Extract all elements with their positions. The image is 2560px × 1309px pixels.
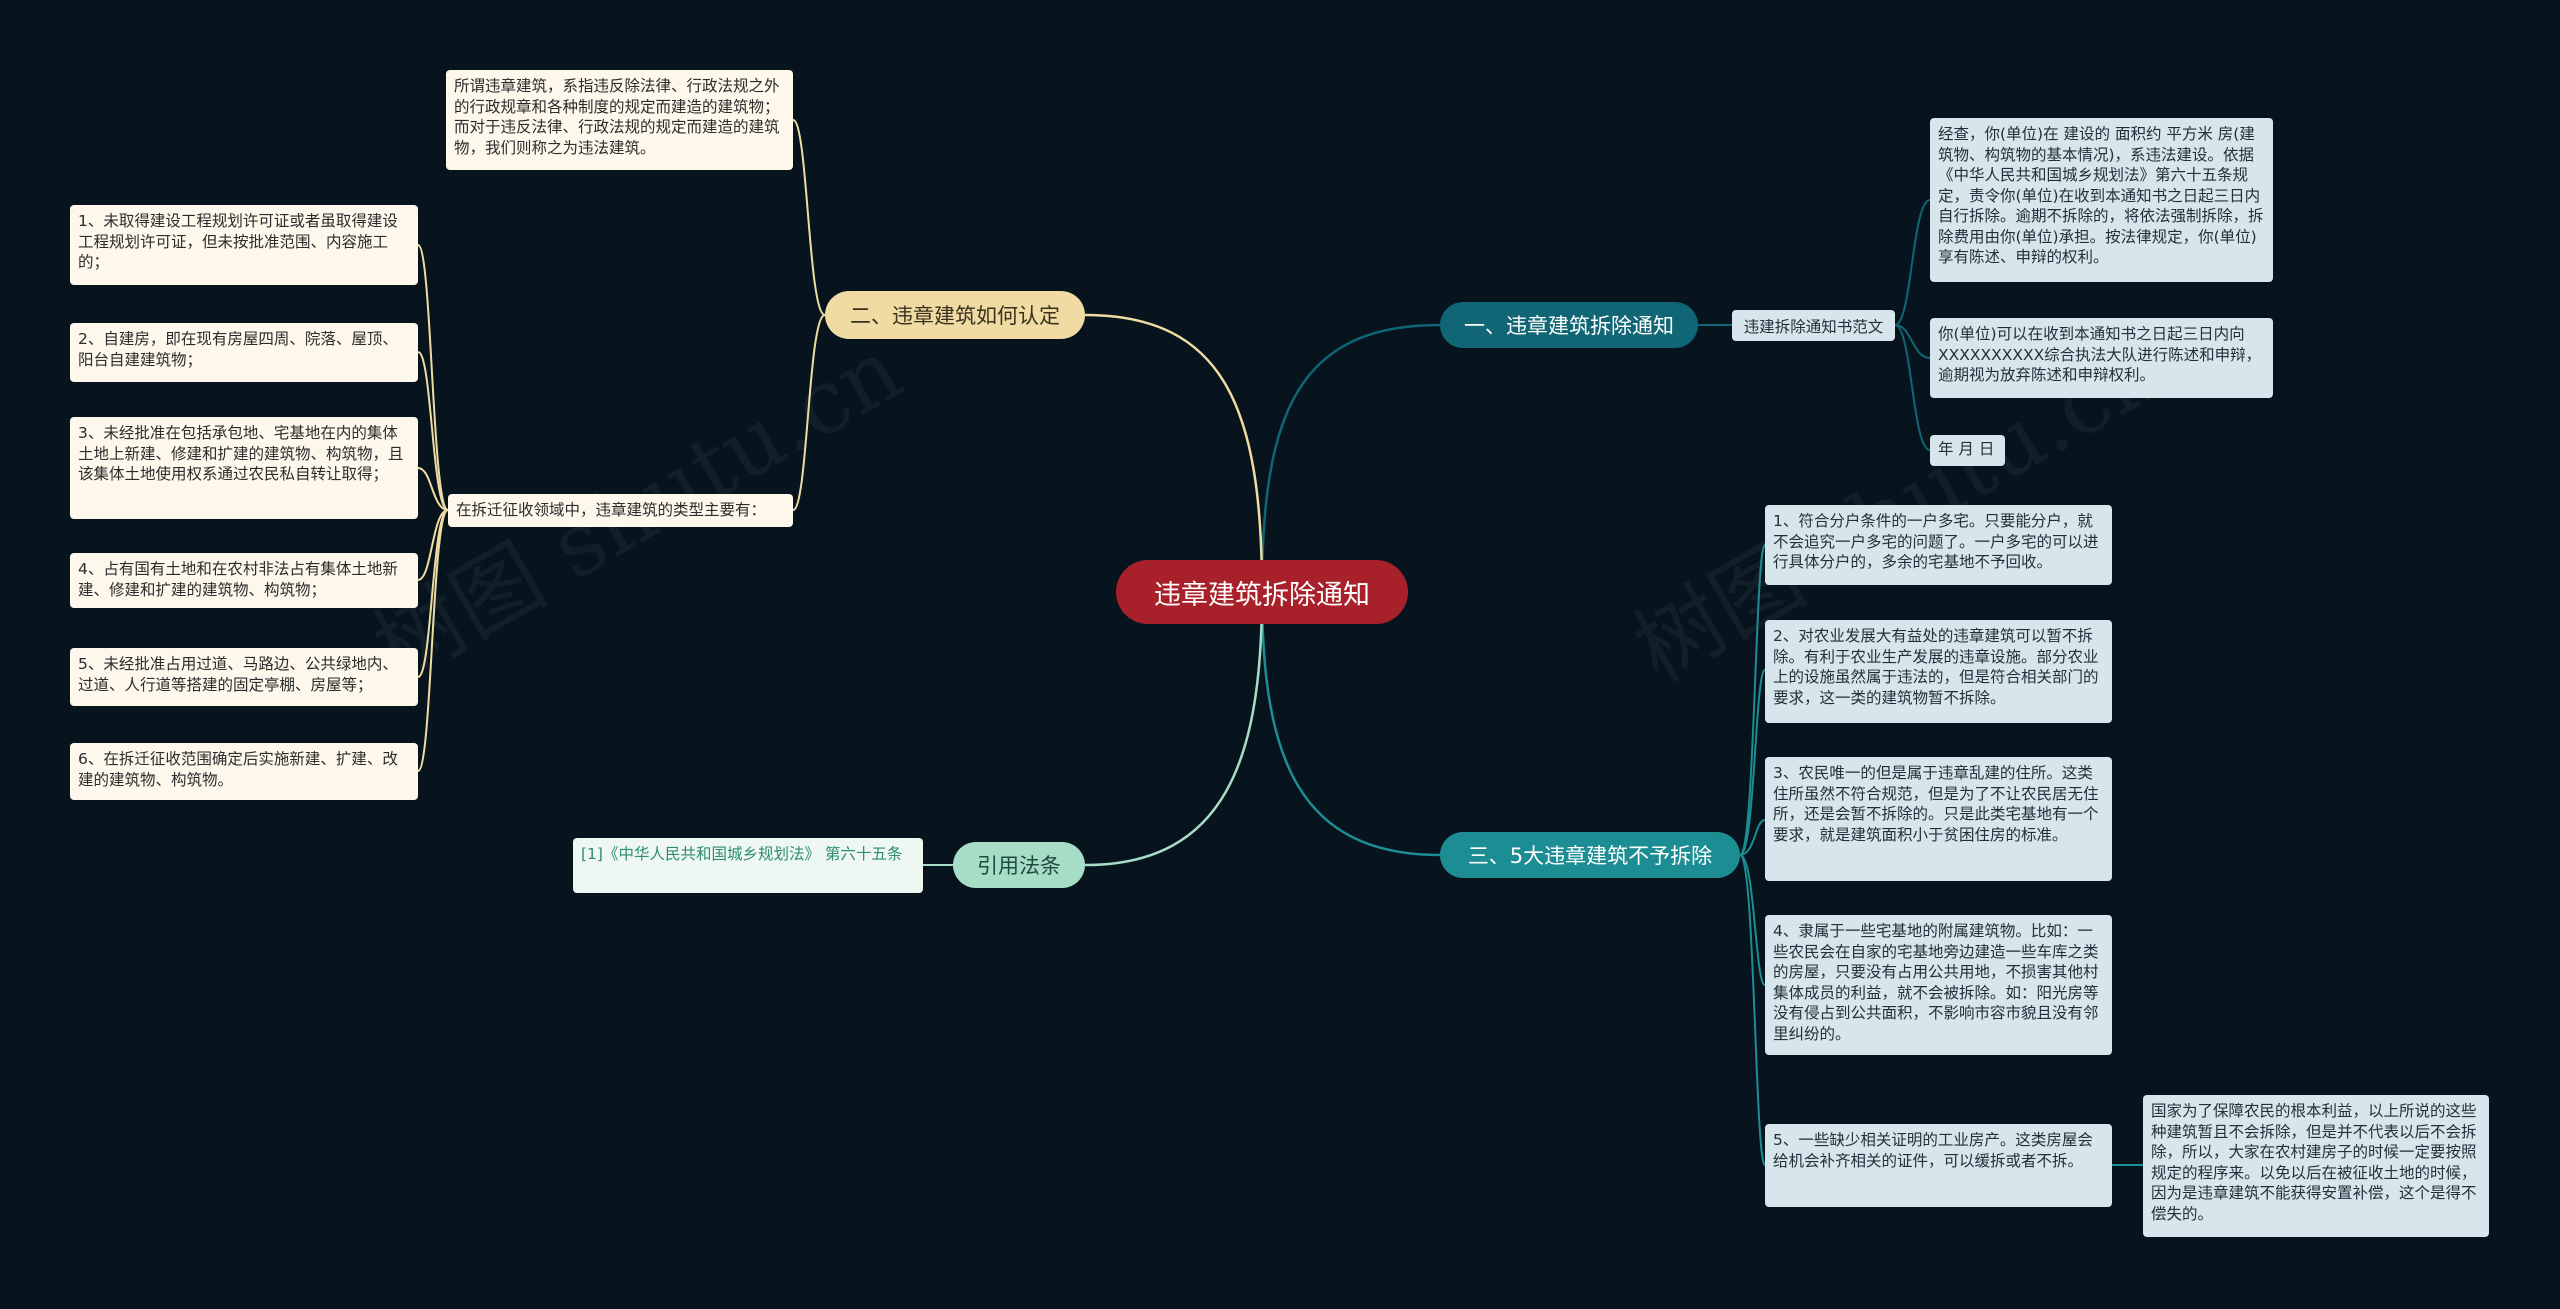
exempt-item-3[interactable]: 3、农民唯一的但是属于违章乱建的住所。这类住所虽然不符合规范，但是为了不让农民居… [1765,757,2112,881]
type-item-3[interactable]: 3、未经批准在包括承包地、宅基地在内的集体土地上新建、修建和扩建的建筑物、构筑物… [70,417,418,519]
notice-appeal-card[interactable]: 你(单位)可以在收到本通知书之日起三日内向XXXXXXXXXX综合执法大队进行陈… [1930,318,2273,398]
exempt-item-2[interactable]: 2、对农业发展大有益处的违章建筑可以暂不拆除。有利于农业生产发展的违章设施。部分… [1765,620,2112,723]
exempt-item-1[interactable]: 1、符合分户条件的一户多宅。只要能分户，就不会追究一户多宅的问题了。一户多宅的可… [1765,505,2112,585]
types-intro-card[interactable]: 在拆迁征收领域中，违章建筑的类型主要有： [448,494,793,527]
type-item-5[interactable]: 5、未经批准占用过道、马路边、公共绿地内、过道、人行道等搭建的固定亭棚、房屋等； [70,648,418,706]
notice-date-card[interactable]: 年 月 日 [1930,435,2005,466]
link-root-branch4 [1084,591,1264,867]
definition-card[interactable]: 所谓违章建筑，系指违反除法律、行政法规之外的行政规章和各种制度的规定而建造的建筑… [446,70,793,170]
branch-legal-citation[interactable]: 引用法条 [953,842,1085,888]
link-root-branch2 [1084,313,1264,593]
notice-text-card[interactable]: 经查，你(单位)在 建设的 面积约 平方米 房(建筑物、构筑物的基本情况)，系违… [1930,118,2273,282]
exempt-item-5[interactable]: 5、一些缺少相关证明的工业房产。这类房屋会给机会补齐相关的证件，可以缓拆或者不拆… [1765,1124,2112,1207]
link-root-branch3 [1260,591,1441,857]
link-root-branch1 [1260,323,1441,593]
citation-card[interactable]: [1]《中华人民共和国城乡规划法》 第六十五条 [573,838,923,893]
root-topic[interactable]: 违章建筑拆除通知 [1116,560,1408,624]
exempt-note-card[interactable]: 国家为了保障农民的根本利益，以上所说的这些种建筑暂且不会拆除，但是并不代表以后不… [2143,1095,2489,1237]
exempt-item-4[interactable]: 4、隶属于一些宅基地的附属建筑物。比如：一些农民会在自家的宅基地旁边建造一些车库… [1765,915,2112,1055]
type-item-2[interactable]: 2、自建房，即在现有房屋四周、院落、屋顶、阳台自建建筑物； [70,323,418,382]
type-item-6[interactable]: 6、在拆迁征收范围确定后实施新建、扩建、改建的建筑物、构筑物。 [70,743,418,800]
branch-no-demolition[interactable]: 三、5大违章建筑不予拆除 [1440,832,1740,878]
type-item-1[interactable]: 1、未取得建设工程规划许可证或者虽取得建设工程规划许可证，但未按批准范围、内容施… [70,205,418,285]
branch-demolition-notice[interactable]: 一、违章建筑拆除通知 [1440,302,1698,348]
branch-identification[interactable]: 二、违章建筑如何认定 [825,291,1085,339]
type-item-4[interactable]: 4、占有国有土地和在农村非法占有集体土地新建、修建和扩建的建筑物、构筑物； [70,553,418,608]
notice-template-label[interactable]: 违建拆除通知书范文 [1732,310,1895,341]
